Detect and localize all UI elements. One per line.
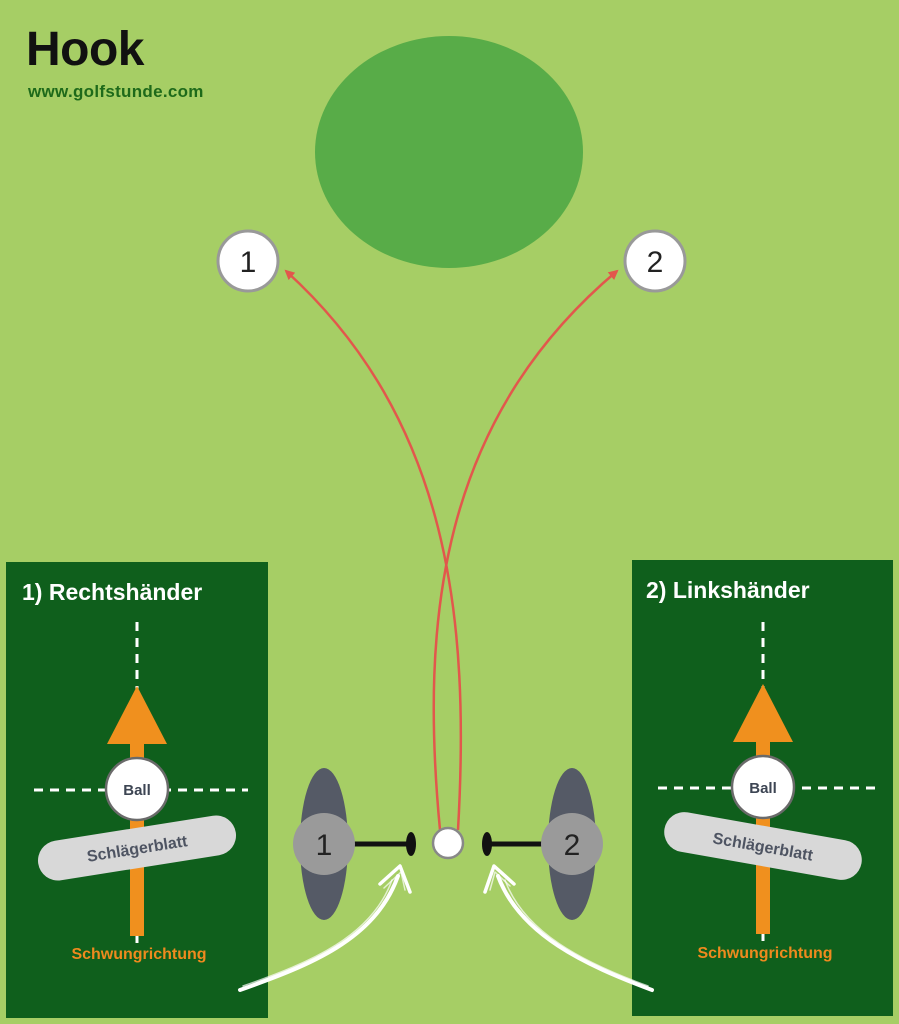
target-marker-2: 2 bbox=[623, 229, 687, 293]
putting-green bbox=[315, 36, 583, 268]
ball-label: Ball bbox=[749, 780, 777, 797]
swing-path-arrow-1 bbox=[238, 864, 412, 992]
club-head bbox=[482, 832, 492, 856]
club-face: Schlägerblatt bbox=[664, 812, 862, 880]
club-face: Schlägerblatt bbox=[37, 815, 237, 881]
player-label-2: 2 bbox=[564, 829, 581, 862]
swing-direction-label: Schwungrichtung bbox=[697, 945, 832, 962]
page-title: Hook bbox=[26, 23, 145, 76]
swing-path-arrow-2 bbox=[483, 864, 654, 992]
swing-direction-arrow-head bbox=[107, 686, 167, 744]
target-label-1: 1 bbox=[240, 246, 257, 279]
target-label-2: 2 bbox=[647, 246, 664, 279]
player-label-1: 1 bbox=[316, 829, 333, 862]
player-head bbox=[541, 813, 603, 875]
player-head bbox=[293, 813, 355, 875]
ball-icon bbox=[730, 754, 796, 820]
swing-direction-label: Schwungrichtung bbox=[71, 946, 206, 963]
swing-direction-arrow-head bbox=[733, 684, 793, 742]
panel-title-right-hander: 1) Rechtshänder bbox=[22, 579, 203, 605]
golf-ball-icon bbox=[431, 826, 465, 860]
ball-label: Ball bbox=[123, 782, 151, 799]
panel-title-left-hander: 2) Linkshänder bbox=[646, 577, 810, 603]
panel-left-hander: Schlägerblatt Ball Schwungrichtung bbox=[632, 560, 893, 1016]
club-head bbox=[406, 832, 416, 856]
player-1: 1 bbox=[293, 768, 416, 920]
website-url: www.golfstunde.com bbox=[28, 82, 204, 101]
panel-right-hander: Schlägerblatt Ball Schwungrichtung bbox=[6, 562, 268, 1018]
ball-icon bbox=[104, 756, 170, 822]
trajectory-1 bbox=[284, 269, 463, 831]
trajectory-2 bbox=[432, 269, 619, 831]
target-marker-1: 1 bbox=[216, 229, 280, 293]
player-2: 2 bbox=[482, 768, 603, 920]
